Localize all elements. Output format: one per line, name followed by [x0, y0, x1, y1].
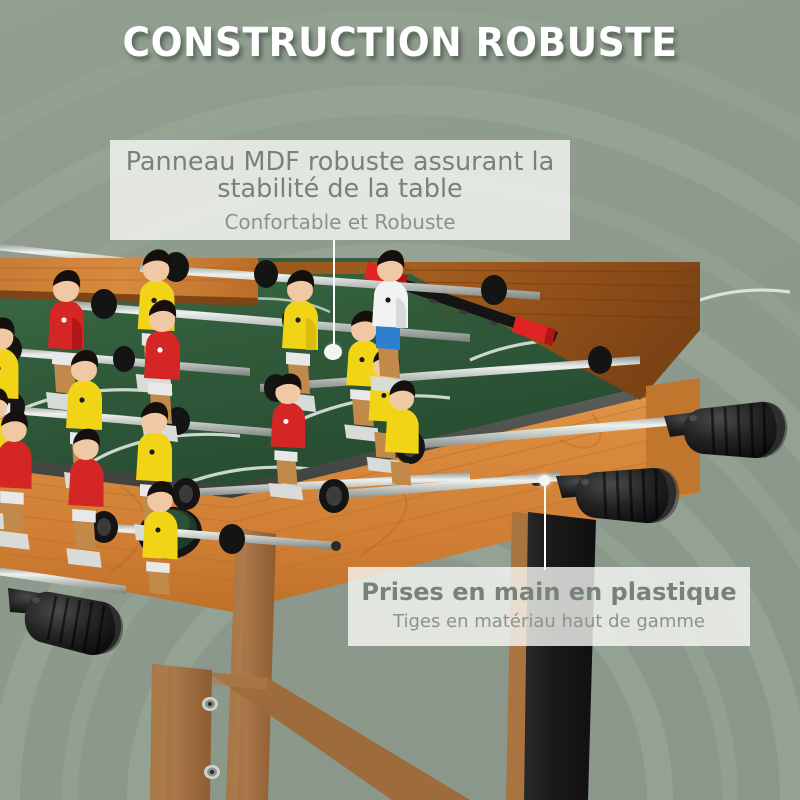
cabinet-left-wall [0, 258, 258, 306]
callout-plastic-grips: Prises en main en plastique Tiges en mat… [348, 567, 750, 646]
leg-front-left [226, 528, 276, 800]
leader-line-mdf [333, 240, 335, 350]
callout-mdf-panel: Panneau MDF robuste assurant la stabilit… [110, 140, 570, 240]
callout-grip-title: Prises en main en plastique [361, 578, 737, 606]
plastic-handle-right [664, 401, 788, 459]
cross-brace [206, 672, 470, 800]
callout-grip-subtitle: Tiges en matériau haut de gamme [393, 611, 705, 632]
leg-left-vertical [150, 664, 220, 800]
goalkeeper-figure [370, 250, 408, 394]
leader-marker-mdf [328, 345, 339, 356]
page-title: CONSTRUCTION ROBUSTE [122, 20, 678, 66]
rod-handle-right-lower [318, 467, 680, 524]
leg-right-black [506, 512, 596, 800]
brace-screws [202, 697, 220, 779]
player-figures [0, 249, 419, 595]
leader-line-grip [544, 480, 546, 570]
cabinet-top-rail [0, 386, 646, 498]
plastic-handle-left [8, 588, 124, 656]
rod-handle-front-left [0, 567, 126, 656]
callout-mdf-title: Panneau MDF robuste assurant la stabilit… [125, 146, 555, 204]
callout-mdf-subtitle: Confortable et Robuste [224, 209, 456, 234]
leader-marker-grip [539, 475, 550, 486]
rod-players-4 [140, 252, 540, 305]
plastic-handle-center [556, 467, 680, 524]
